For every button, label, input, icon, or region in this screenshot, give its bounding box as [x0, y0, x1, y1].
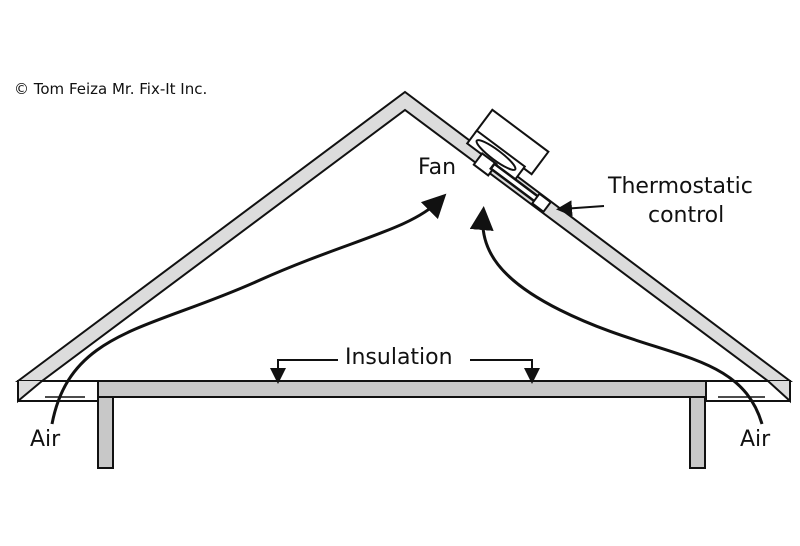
insulation-label: Insulation: [345, 345, 453, 370]
control-label: control: [648, 203, 725, 228]
roof: [14, 90, 793, 382]
air-flow-left-arrow: [50, 193, 447, 425]
right-wall: [689, 396, 706, 469]
thermostat-pointer-arrow: [556, 200, 605, 217]
air-right-label: Air: [740, 427, 771, 452]
fan-label: Fan: [418, 155, 457, 180]
air-flow-right-arrow: [469, 206, 764, 425]
thermostatic-label: Thermostatic: [608, 174, 753, 199]
air-left-label: Air: [30, 427, 61, 452]
left-wall: [97, 396, 114, 469]
fan-assembly: [465, 108, 553, 214]
ceiling-joist: [97, 380, 707, 398]
copyright-text: © Tom Feiza Mr. Fix-It Inc.: [14, 80, 208, 98]
insulation-bracket-right: [470, 359, 540, 384]
insulation-bracket-left: [270, 359, 338, 384]
